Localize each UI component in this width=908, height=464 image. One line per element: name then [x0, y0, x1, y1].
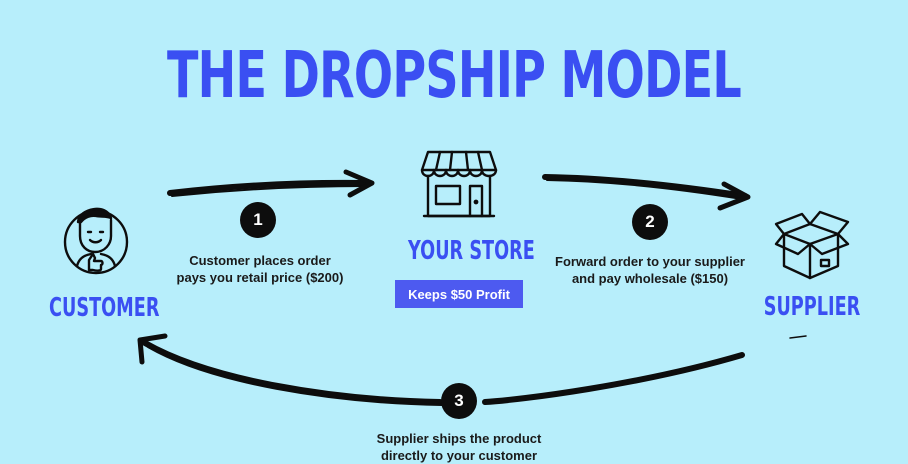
step-1-line-2: pays you retail price ($200) [176, 270, 344, 285]
step-3-line-1: Supplier ships the product [376, 431, 542, 446]
customer-person-icon [63, 207, 129, 275]
step-1-marker: 1 [240, 202, 276, 238]
open-box-icon [774, 210, 850, 280]
customer-label: CUSTOMER [49, 293, 160, 323]
step-1-description: Customer places order pays you retail pr… [160, 252, 360, 286]
step-2-marker: 2 [632, 204, 668, 240]
profit-badge: Keeps $50 Profit [395, 280, 523, 308]
diagram-title: THE DROPSHIP MODEL [166, 39, 742, 113]
supplier-label: SUPPLIER [763, 292, 861, 322]
step-3-line-2: directly to your customer [380, 448, 538, 463]
storefront-icon [420, 150, 498, 218]
arrow-store-to-supplier [542, 174, 751, 211]
arrow-customer-to-store [167, 169, 375, 198]
arrow-supplier-to-customer [137, 333, 807, 406]
step-2-description: Forward order to your supplier and pay w… [540, 253, 760, 287]
step-3-description: Supplier ships the product directly to y… [349, 430, 569, 464]
store-label: YOUR STORE [408, 236, 535, 266]
step-3-marker: 3 [441, 383, 477, 419]
step-2-line-2: and pay wholesale ($150) [571, 271, 729, 286]
step-2-line-1: Forward order to your supplier [555, 254, 745, 269]
step-1-line-1: Customer places order [189, 253, 331, 268]
